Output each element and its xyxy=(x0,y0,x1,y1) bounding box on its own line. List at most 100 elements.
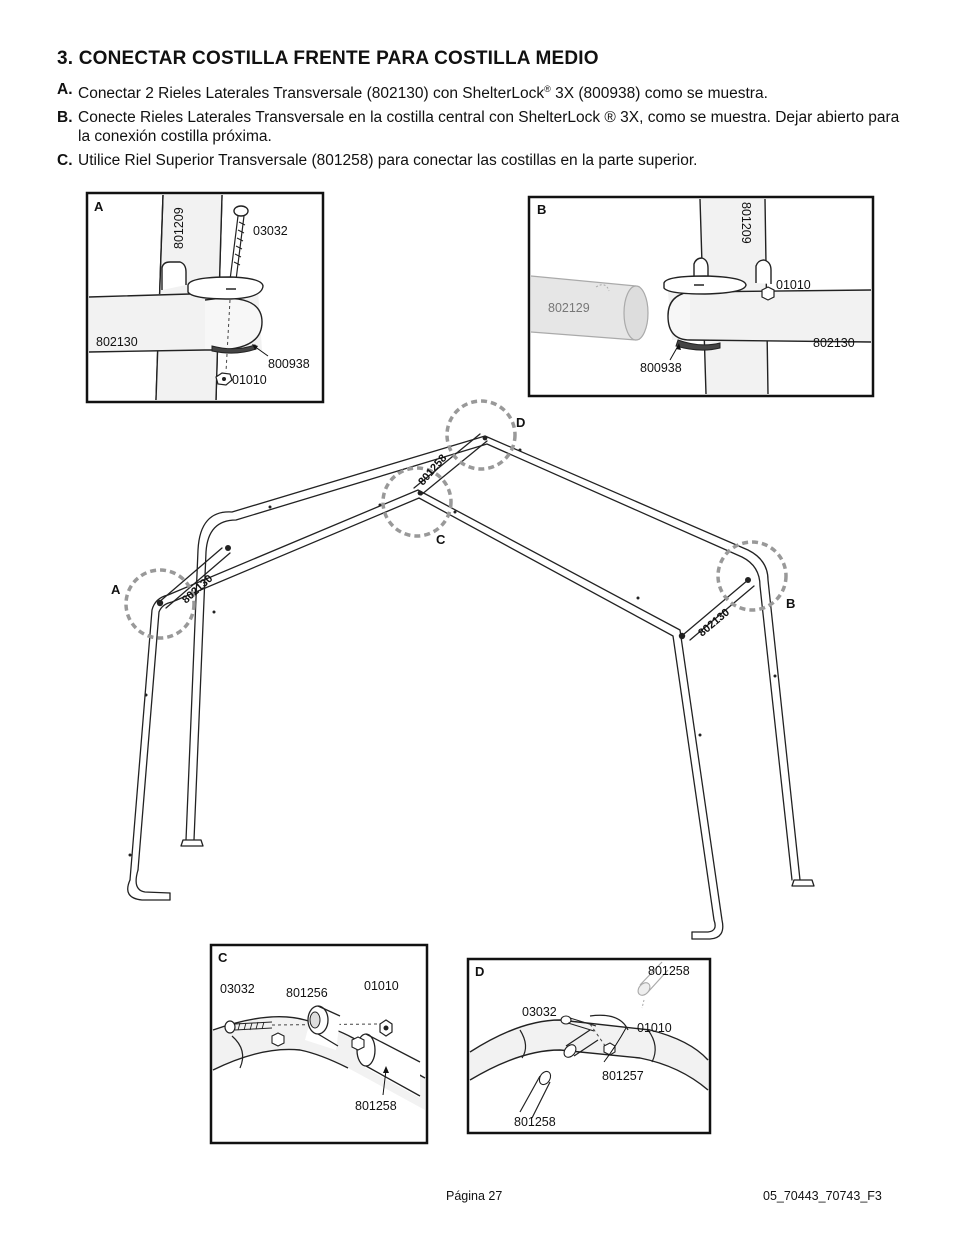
joint-bolt xyxy=(745,577,751,583)
rail-label-right: 802130 xyxy=(696,607,732,640)
label-lock: 800938 xyxy=(640,361,682,375)
rib-tube-bottom xyxy=(469,1049,709,1091)
leader-arrow xyxy=(676,343,681,350)
joint-stub xyxy=(565,1029,599,1057)
label-pipe: 802129 xyxy=(548,301,590,315)
joint-bolt xyxy=(482,435,488,441)
ghost-rail-end xyxy=(637,982,651,996)
joint-bolt xyxy=(678,632,686,640)
clamp-plate xyxy=(663,275,747,295)
rib-tube-top xyxy=(212,1016,426,1079)
callout-a: A xyxy=(111,582,121,597)
step-text-tail: 3X (800938) como se muestra. xyxy=(550,85,768,103)
joint-bore xyxy=(309,1011,321,1029)
page-heading: 3. CONECTAR COSTILLA FRENTE PARA COSTILL… xyxy=(57,48,599,69)
lower-rail xyxy=(519,1075,551,1119)
rib-shade xyxy=(470,1020,708,1090)
detail-b-letter: B xyxy=(537,202,546,217)
step-a: A. Conectar 2 Rieles Laterales Transvers… xyxy=(57,80,907,103)
joint-bolt xyxy=(417,490,423,496)
stub-end xyxy=(563,1044,577,1058)
label-nut: 01010 xyxy=(776,278,811,292)
rail-label-left: 802130 xyxy=(180,573,215,606)
hole xyxy=(144,693,148,697)
label-nut: 01010 xyxy=(364,979,399,993)
step-text: Conecte Rieles Laterales Transversale en… xyxy=(78,109,900,146)
bracket-tab xyxy=(755,259,772,284)
label-rail: 801258 xyxy=(514,1115,556,1129)
main-frame xyxy=(127,433,815,940)
pipe-hole xyxy=(595,284,610,292)
rail-end xyxy=(667,291,691,341)
label-joint: 801257 xyxy=(602,1069,644,1083)
bracket-tab xyxy=(693,257,709,280)
bolt-thread xyxy=(233,221,246,266)
hole xyxy=(518,448,522,452)
step-c: C. Utilice Riel Superior Transversale (8… xyxy=(57,151,907,170)
lower-rail-end xyxy=(538,1070,552,1086)
hole xyxy=(128,853,132,857)
leader-line xyxy=(382,1069,387,1096)
joint-collar xyxy=(589,1014,629,1031)
label-post: 801209 xyxy=(739,202,753,244)
rib-shade xyxy=(213,1016,425,1110)
bracket-tab xyxy=(161,261,187,290)
back-rib-inner xyxy=(193,443,793,881)
joint-body xyxy=(317,1005,341,1047)
label-bolt: 03032 xyxy=(220,982,255,996)
pipe-end xyxy=(623,285,649,341)
label-joint: 801256 xyxy=(286,986,328,1000)
bolt-shank xyxy=(234,1021,273,1031)
back-rib xyxy=(185,435,801,881)
nut-hole xyxy=(383,1025,389,1031)
detail-d-letter: D xyxy=(475,964,484,979)
document-code: 05_70443_70743_F3 xyxy=(763,1189,882,1203)
hex-nut xyxy=(271,1032,285,1047)
leader-arrow xyxy=(383,1066,389,1073)
left-side-rail xyxy=(157,547,231,609)
hole xyxy=(698,733,702,737)
label-nut: 01010 xyxy=(232,373,267,387)
base-plate xyxy=(791,879,815,887)
pipe-shade xyxy=(531,276,640,340)
ghost-axis xyxy=(641,999,645,1009)
label-bolt: 03032 xyxy=(253,224,288,238)
page-number: Página 27 xyxy=(446,1189,503,1203)
bolt-head xyxy=(224,1020,236,1034)
step-text: Conectar 2 Rieles Laterales Transversale… xyxy=(78,80,907,103)
hex-nut xyxy=(761,286,775,301)
nut-hole xyxy=(222,377,226,381)
tube-seam xyxy=(647,1029,656,1063)
ghost-rail xyxy=(639,961,669,993)
label-lock: 800938 xyxy=(268,357,310,371)
joint-bolt xyxy=(225,545,231,551)
callout-circle-d xyxy=(445,399,517,471)
label-rail: 802130 xyxy=(813,336,855,350)
tube-seam xyxy=(519,1029,527,1059)
callout-c: C xyxy=(436,532,446,547)
axis-line xyxy=(225,299,231,373)
joint-bolt xyxy=(156,599,164,607)
step-text: Utilice Riel Superior Transversale (8012… xyxy=(78,152,698,170)
instruction-steps: A. Conectar 2 Rieles Laterales Transvers… xyxy=(57,80,907,175)
callout-circles xyxy=(124,399,788,640)
callout-circle-b xyxy=(716,540,788,612)
rail-tube xyxy=(365,1033,421,1097)
step-letter: C. xyxy=(57,152,73,170)
end-caps xyxy=(169,892,693,940)
base-plate xyxy=(180,839,204,847)
callout-circle-a xyxy=(124,568,196,640)
right-side-rail xyxy=(683,579,755,641)
leader-line xyxy=(603,1027,627,1063)
front-rib-inner xyxy=(137,497,716,933)
hole xyxy=(378,503,382,507)
callout-circle-c xyxy=(381,466,453,538)
hole xyxy=(212,610,216,614)
rail-fill xyxy=(362,1034,420,1098)
detail-d: D 801258 03032 01010 801257 801258 xyxy=(466,957,712,1135)
hole xyxy=(453,510,457,514)
step-letter: B. xyxy=(57,109,73,127)
registered-mark: ® xyxy=(544,84,551,94)
top-cross-rail xyxy=(413,433,488,496)
